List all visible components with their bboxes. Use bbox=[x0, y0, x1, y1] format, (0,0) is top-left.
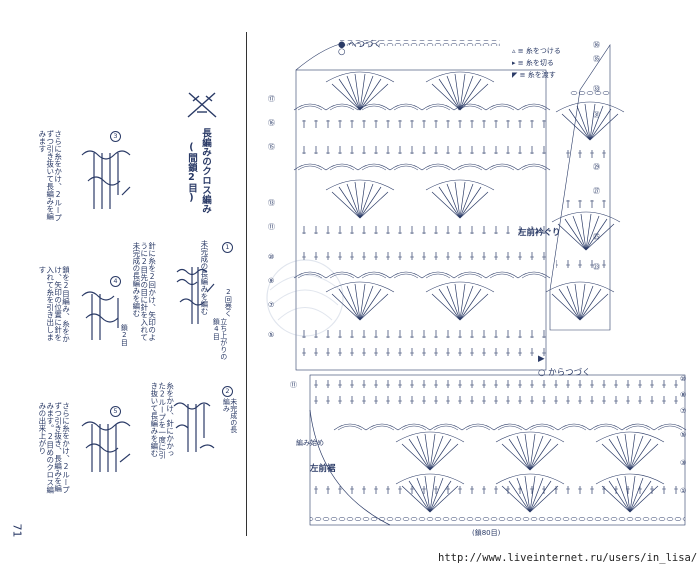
collar-block bbox=[545, 44, 625, 331]
step-text: さらに糸をかけ、2ループずつ引き抜いて長編みを編みます bbox=[37, 130, 63, 222]
step-3-illustration bbox=[81, 150, 131, 209]
step-1-illustration bbox=[176, 267, 215, 324]
circle-marker-icon: ○ bbox=[538, 368, 546, 378]
yarn-ball-watermark-icon bbox=[266, 259, 344, 337]
step-4-illustration bbox=[81, 291, 119, 340]
step-number: 3 bbox=[110, 131, 121, 142]
step-text: 未完成の長編みを編む bbox=[199, 240, 209, 315]
row-numbers-right-top: ㊱ ㉟ ㉝ ㉛ ㉙ ㉗ ㉕ ㉓ bbox=[593, 41, 600, 271]
step-note: 鎖2目 bbox=[120, 324, 129, 346]
row-number-hem-left: ⑪ bbox=[290, 381, 297, 389]
yarn-join-icon: ▵ bbox=[512, 47, 516, 55]
step-number: 5 bbox=[110, 406, 121, 417]
yarn-carry-icon: ◤ bbox=[512, 71, 518, 79]
crochet-chart: ● へつづく ○ ▵ ≡ 糸をつける ▸ ≡ 糸を切る ◤ ≡ 糸を渡す ⑰ ⑯… bbox=[250, 30, 700, 550]
step-number: 2 bbox=[222, 386, 233, 397]
yarn-cut-icon: ▸ bbox=[512, 59, 516, 67]
step-number: 1 bbox=[222, 242, 233, 253]
collar-label: 左前衿ぐり bbox=[518, 228, 561, 238]
legend: ▵ ≡ 糸をつける ▸ ≡ 糸を切る ◤ ≡ 糸を渡す bbox=[512, 46, 561, 80]
continue-to-label: ● へつづく bbox=[338, 40, 383, 50]
step-note: 2回巻く bbox=[224, 288, 233, 317]
step-5-illustration bbox=[81, 421, 131, 472]
watermark-url: http://www.liveinternet.ru/users/in_lisa… bbox=[438, 552, 698, 564]
step-note: 立ち上がりの鎖4目 bbox=[212, 318, 228, 360]
triangle-marker-icon: ▶ bbox=[538, 354, 545, 364]
legend-item: ◤ ≡ 糸を渡す bbox=[512, 71, 556, 79]
step-text: 鎖を2目編み、糸をかけ、矢印の位置に針を入れて糸を引き出します bbox=[37, 266, 71, 343]
page-divider bbox=[246, 32, 247, 536]
legend-item: ▸ ≡ 糸を切る bbox=[512, 59, 554, 67]
technique-subtitle: (間鎖2目) bbox=[185, 142, 197, 204]
hem-block bbox=[309, 374, 687, 526]
row-numbers-right-bottom: ⑩ ⑧ ⑦ ⑤ ③ ① bbox=[680, 375, 687, 495]
chain-count-label: (鎖80目) bbox=[472, 529, 501, 537]
start-label: 編み始め bbox=[296, 439, 324, 447]
step-text: 糸をかけ、針にかかった2ループを一度に引き抜いて長編みを編む bbox=[149, 382, 175, 459]
technique-title: 長編みのクロス編み bbox=[199, 128, 211, 214]
step-1: 1 未完成の長編みを編む 2回巻く 立ち上がりの鎖4目 bbox=[160, 240, 235, 360]
continue-from-text: ○ からつづく bbox=[538, 368, 591, 378]
step-1-description: 針に糸を2回かけ、矢印のように2目先の目に針を入れて未完成の長編みを編む bbox=[131, 242, 157, 341]
front-body-block bbox=[293, 40, 551, 371]
filled-dot-icon: ● bbox=[338, 40, 346, 50]
legend-item: ▵ ≡ 糸をつける bbox=[512, 47, 561, 55]
instruction-panel: 長編みのクロス編み (間鎖2目) 1 未完成の長編みを編む 2回巻く 立ち上がり… bbox=[0, 0, 240, 568]
continue-from-label: ▶ bbox=[538, 354, 545, 364]
row-numbers-left: ⑰ ⑯ ⑮ ⑬ ⑪ ⑩ ⑨ ⑦ ⑤ bbox=[268, 95, 275, 339]
cross-stitch-symbol-icon bbox=[187, 92, 217, 118]
step-note: 未完成の長編み bbox=[222, 398, 238, 433]
crochet-pattern-drawing bbox=[266, 40, 687, 526]
page-number: 71 bbox=[10, 523, 24, 538]
circle-marker-icon: ○ bbox=[338, 47, 346, 57]
hem-label: 左前裾 bbox=[310, 464, 336, 474]
step-text: さらに糸をかけ、2ループずつ引き抜き、長編みを編みます。2目めのクロス編みの出来… bbox=[37, 402, 71, 494]
step-2-illustration bbox=[173, 402, 215, 452]
step-number: 4 bbox=[110, 276, 121, 287]
